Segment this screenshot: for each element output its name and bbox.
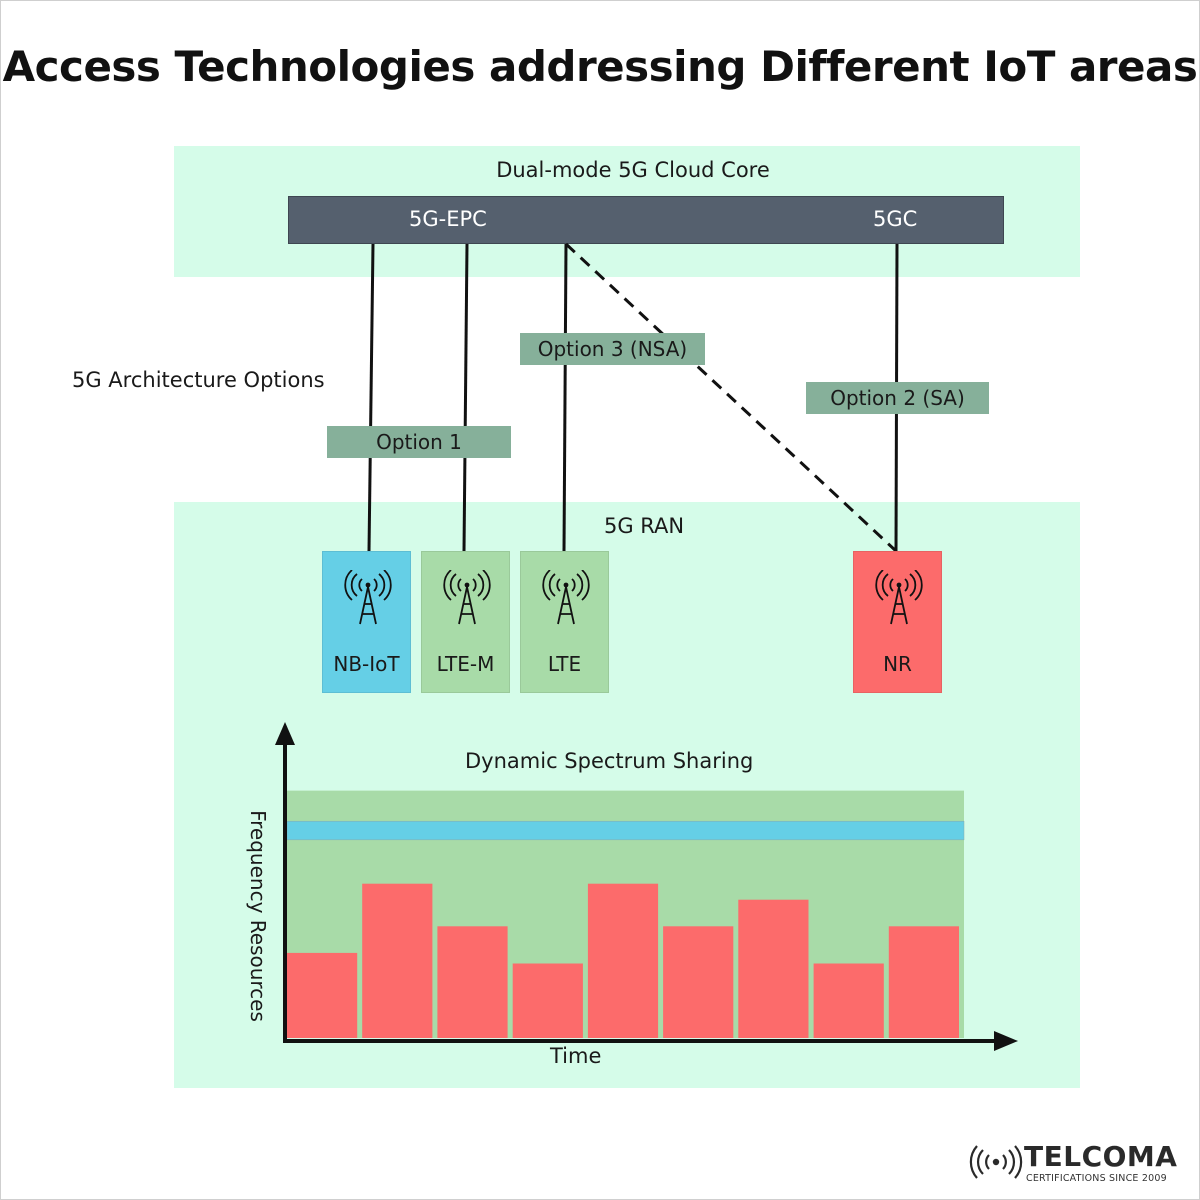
- telcoma-logo: TELCOMA CERTIFICATIONS SINCE 2009: [968, 1140, 1177, 1186]
- node-lte: LTE: [520, 551, 609, 693]
- nr-bar-3: [437, 926, 508, 1038]
- core-bar: 5G-EPC 5GC: [288, 196, 1004, 244]
- nr-bar-4: [512, 963, 583, 1038]
- nr-bar-6: [663, 926, 734, 1038]
- y-axis-arrow: [275, 722, 295, 745]
- node-label: NB-IoT: [333, 652, 400, 676]
- antenna-icon: [875, 570, 923, 625]
- core-label: Dual-mode 5G Cloud Core: [496, 158, 770, 182]
- option-2-label: Option 2 (SA): [806, 382, 989, 414]
- nr-bar-8: [813, 963, 884, 1038]
- lte-link: [562, 243, 568, 552]
- nr-bar-5: [587, 883, 659, 1038]
- logo-tagline: CERTIFICATIONS SINCE 2009: [1026, 1173, 1167, 1184]
- page-title: Access Technologies addressing Different…: [2, 42, 1198, 91]
- antenna-icon: [542, 570, 590, 625]
- spectrum-chart: [275, 722, 1018, 1051]
- antenna-icon: [443, 570, 491, 625]
- node-nbiot: NB-IoT: [322, 551, 411, 693]
- logo-name: TELCOMA: [1024, 1140, 1178, 1173]
- nr-bar-1: [287, 952, 358, 1038]
- nr-bar-2: [362, 883, 433, 1038]
- node-nr: NR: [853, 551, 942, 693]
- nbiot-band: [286, 820, 965, 841]
- option-3-label: Option 3 (NSA): [520, 333, 705, 365]
- nbiot-link: [367, 243, 375, 552]
- x-axis-arrow: [994, 1031, 1018, 1051]
- y-axis-label: Frequency Resources: [246, 810, 270, 1022]
- architecture-options-label: 5G Architecture Options: [72, 368, 325, 392]
- chart-title: Dynamic Spectrum Sharing: [465, 749, 754, 773]
- nr-bar-7: [738, 899, 809, 1038]
- antenna-icon: [344, 570, 392, 625]
- option-1-label: Option 1: [327, 426, 511, 458]
- node-label: NR: [883, 652, 912, 676]
- x-axis-label: Time: [550, 1044, 602, 1068]
- signal-logo-icon: [969, 1145, 1023, 1179]
- nsa-dashed-link: [564, 242, 898, 553]
- 5gc-label: 5GC: [873, 207, 918, 231]
- epc-label: 5G-EPC: [409, 207, 487, 231]
- ran-label: 5G RAN: [604, 514, 685, 538]
- node-label: LTE-M: [436, 652, 495, 676]
- node-label: LTE: [547, 652, 582, 676]
- nr-bar-9: [888, 926, 959, 1038]
- node-ltem: LTE-M: [421, 551, 510, 693]
- ltem-link: [462, 243, 469, 552]
- nr-bars: [287, 883, 959, 1038]
